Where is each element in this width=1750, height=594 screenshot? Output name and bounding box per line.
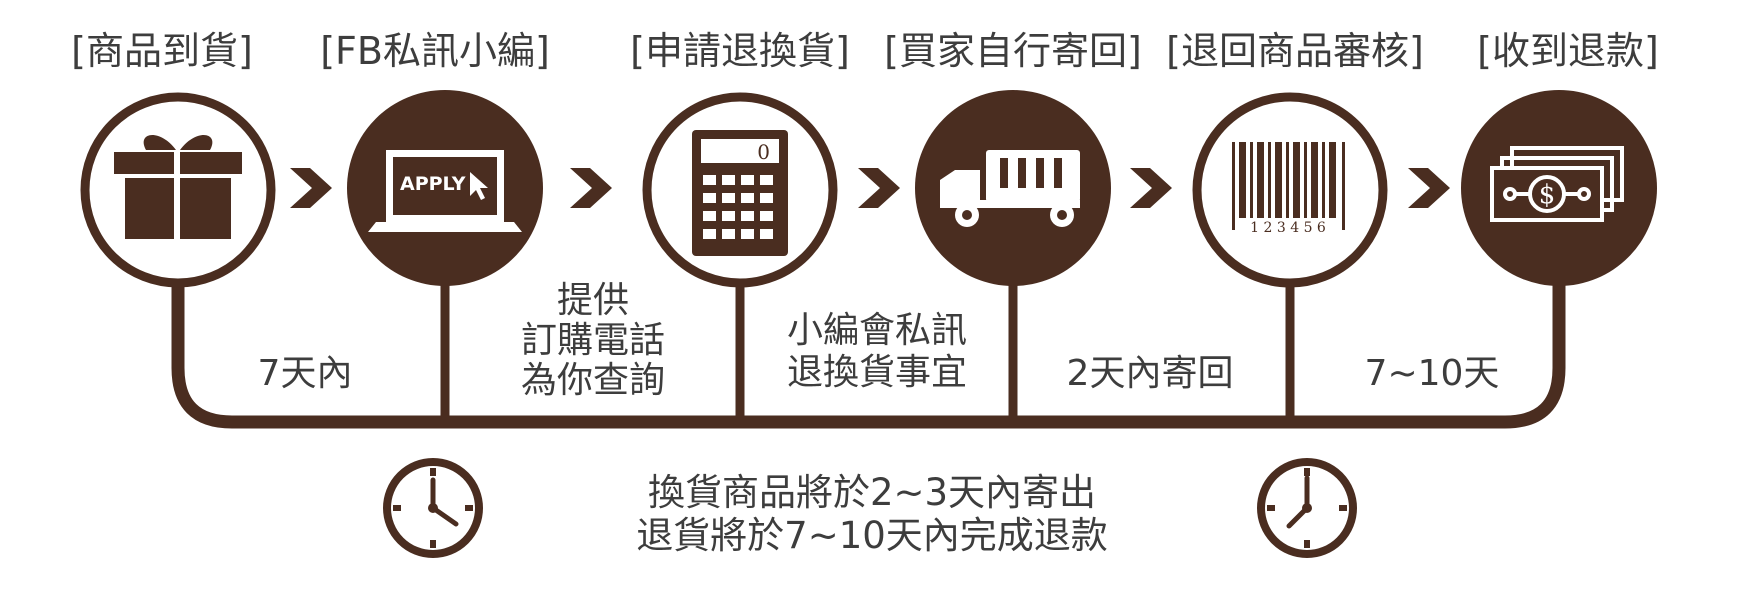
arrow-right-icon <box>1130 168 1172 208</box>
step-title-2: [FB私訊小編] <box>320 29 550 73</box>
arrow-right-icon <box>858 168 900 208</box>
laptop-apply-icon: APPLY <box>368 150 522 232</box>
money-icon: $ <box>1490 146 1624 222</box>
timeline-connectors <box>440 285 1295 422</box>
step-title-1: [商品到貨] <box>71 29 253 73</box>
step-arrows <box>290 168 1450 208</box>
arrow-right-icon <box>290 168 332 208</box>
duration-2-line-3: 為你查詢 <box>521 360 665 401</box>
clock-icon <box>383 458 483 558</box>
barcode-number: 1 2 3 4 5 6 <box>1250 220 1326 236</box>
truck-icon <box>940 150 1080 227</box>
duration-3-line-2: 退換貨事宜 <box>787 352 967 393</box>
step-title-4: [買家自行寄回] <box>884 29 1142 73</box>
apply-label: APPLY <box>400 173 466 195</box>
duration-2-line-1: 提供 <box>557 280 629 321</box>
duration-5: 7~10天 <box>1365 353 1500 394</box>
duration-1: 7天內 <box>258 353 353 394</box>
clock-icon <box>1257 458 1357 558</box>
duration-3-line-1: 小編會私訊 <box>787 310 967 351</box>
arrow-right-icon <box>1408 168 1450 208</box>
barcode-icon: 1 2 3 4 5 6 <box>1232 142 1345 236</box>
step-title-3: [申請退換貨] <box>630 29 850 73</box>
calculator-display: 0 <box>757 140 770 164</box>
bottom-note: 換貨商品將於2~3天內寄出 退貨將於7~10天內完成退款 <box>636 471 1108 557</box>
gift-icon <box>114 134 242 240</box>
step-title-6: [收到退款] <box>1477 29 1659 73</box>
step-durations: 7天內 提供 訂購電話 為你查詢 小編會私訊 退換貨事宜 2天內寄回 7~10天 <box>258 280 1500 401</box>
duration-2-line-2: 訂購電話 <box>521 320 665 361</box>
duration-4: 2天內寄回 <box>1067 353 1234 394</box>
step-titles: [商品到貨] [FB私訊小編] [申請退換貨] [買家自行寄回] [退回商品審核… <box>71 29 1659 73</box>
step-title-5: [退回商品審核] <box>1166 29 1424 73</box>
step-circle-5 <box>1192 92 1388 288</box>
arrow-right-icon <box>570 168 612 208</box>
cursor-icon <box>470 172 488 200</box>
timeline-bar <box>171 285 1566 429</box>
note-line-1: 換貨商品將於2~3天內寄出 <box>648 471 1096 514</box>
dollar-sign: $ <box>1539 180 1556 210</box>
note-line-2: 退貨將於7~10天內完成退款 <box>636 514 1108 557</box>
calculator-icon: 0 <box>692 130 788 256</box>
